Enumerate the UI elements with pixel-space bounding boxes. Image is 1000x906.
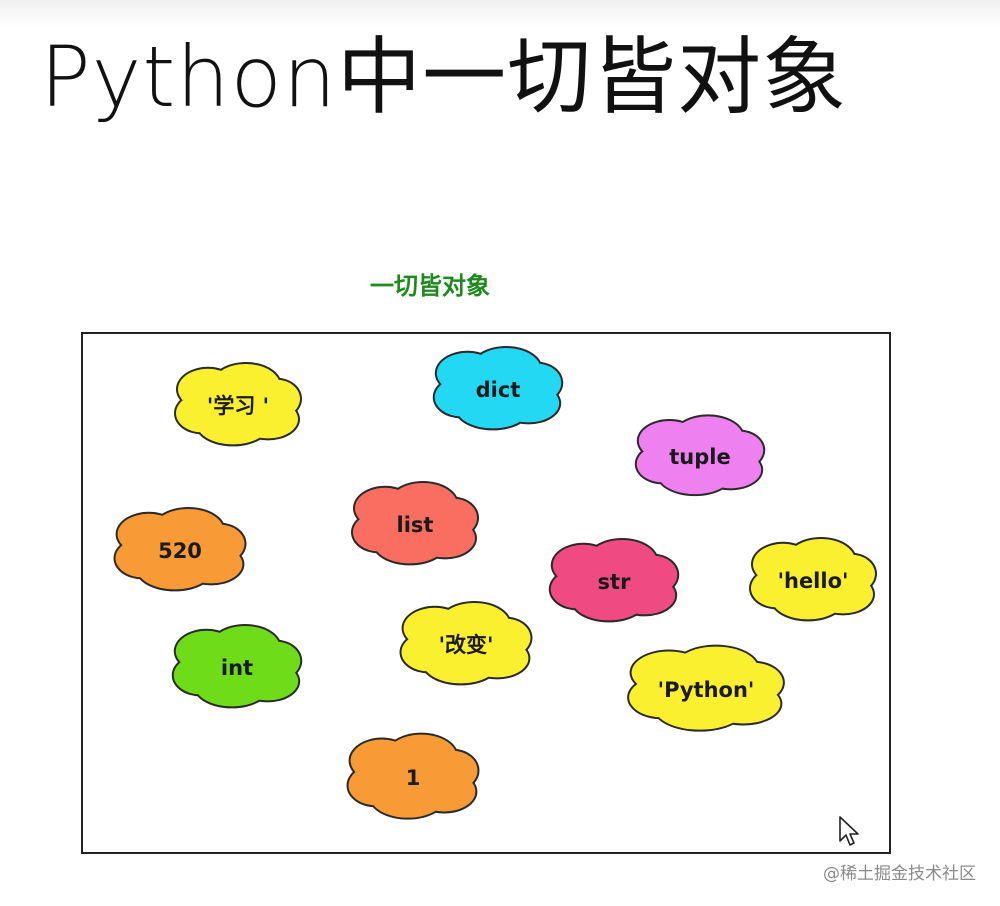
- object-label: 'Python': [658, 678, 755, 702]
- watermark: @稀土掘金技术社区: [823, 864, 976, 884]
- object-cloud: '改变': [399, 601, 533, 686]
- object-label: list: [397, 513, 434, 537]
- object-cloud: dict: [432, 346, 564, 431]
- diagram-heading: 一切皆对象: [370, 272, 490, 300]
- object-label: 'hello': [778, 569, 849, 593]
- object-cloud: list: [351, 481, 479, 566]
- object-cloud: tuple: [634, 414, 766, 497]
- object-label: 520: [158, 539, 202, 563]
- object-cloud: 1: [346, 732, 480, 820]
- object-cloud: '学习 ': [174, 362, 302, 447]
- object-cloud: 'Python': [627, 644, 785, 732]
- object-cloud: 520: [113, 506, 247, 592]
- object-label: tuple: [669, 445, 730, 469]
- object-label: 1: [406, 766, 421, 790]
- object-label: '改变': [439, 633, 494, 657]
- slide-title: Python中一切皆对象: [40, 28, 848, 126]
- object-label: dict: [476, 378, 521, 402]
- object-cloud: int: [171, 624, 303, 709]
- object-cloud: 'hello': [749, 537, 877, 622]
- object-label: int: [221, 656, 253, 680]
- object-label: '学习 ': [207, 394, 269, 418]
- object-label: str: [598, 570, 632, 594]
- object-cloud: str: [548, 538, 680, 623]
- mouse-pointer-icon: [838, 815, 860, 851]
- top-bar: [0, 0, 1000, 28]
